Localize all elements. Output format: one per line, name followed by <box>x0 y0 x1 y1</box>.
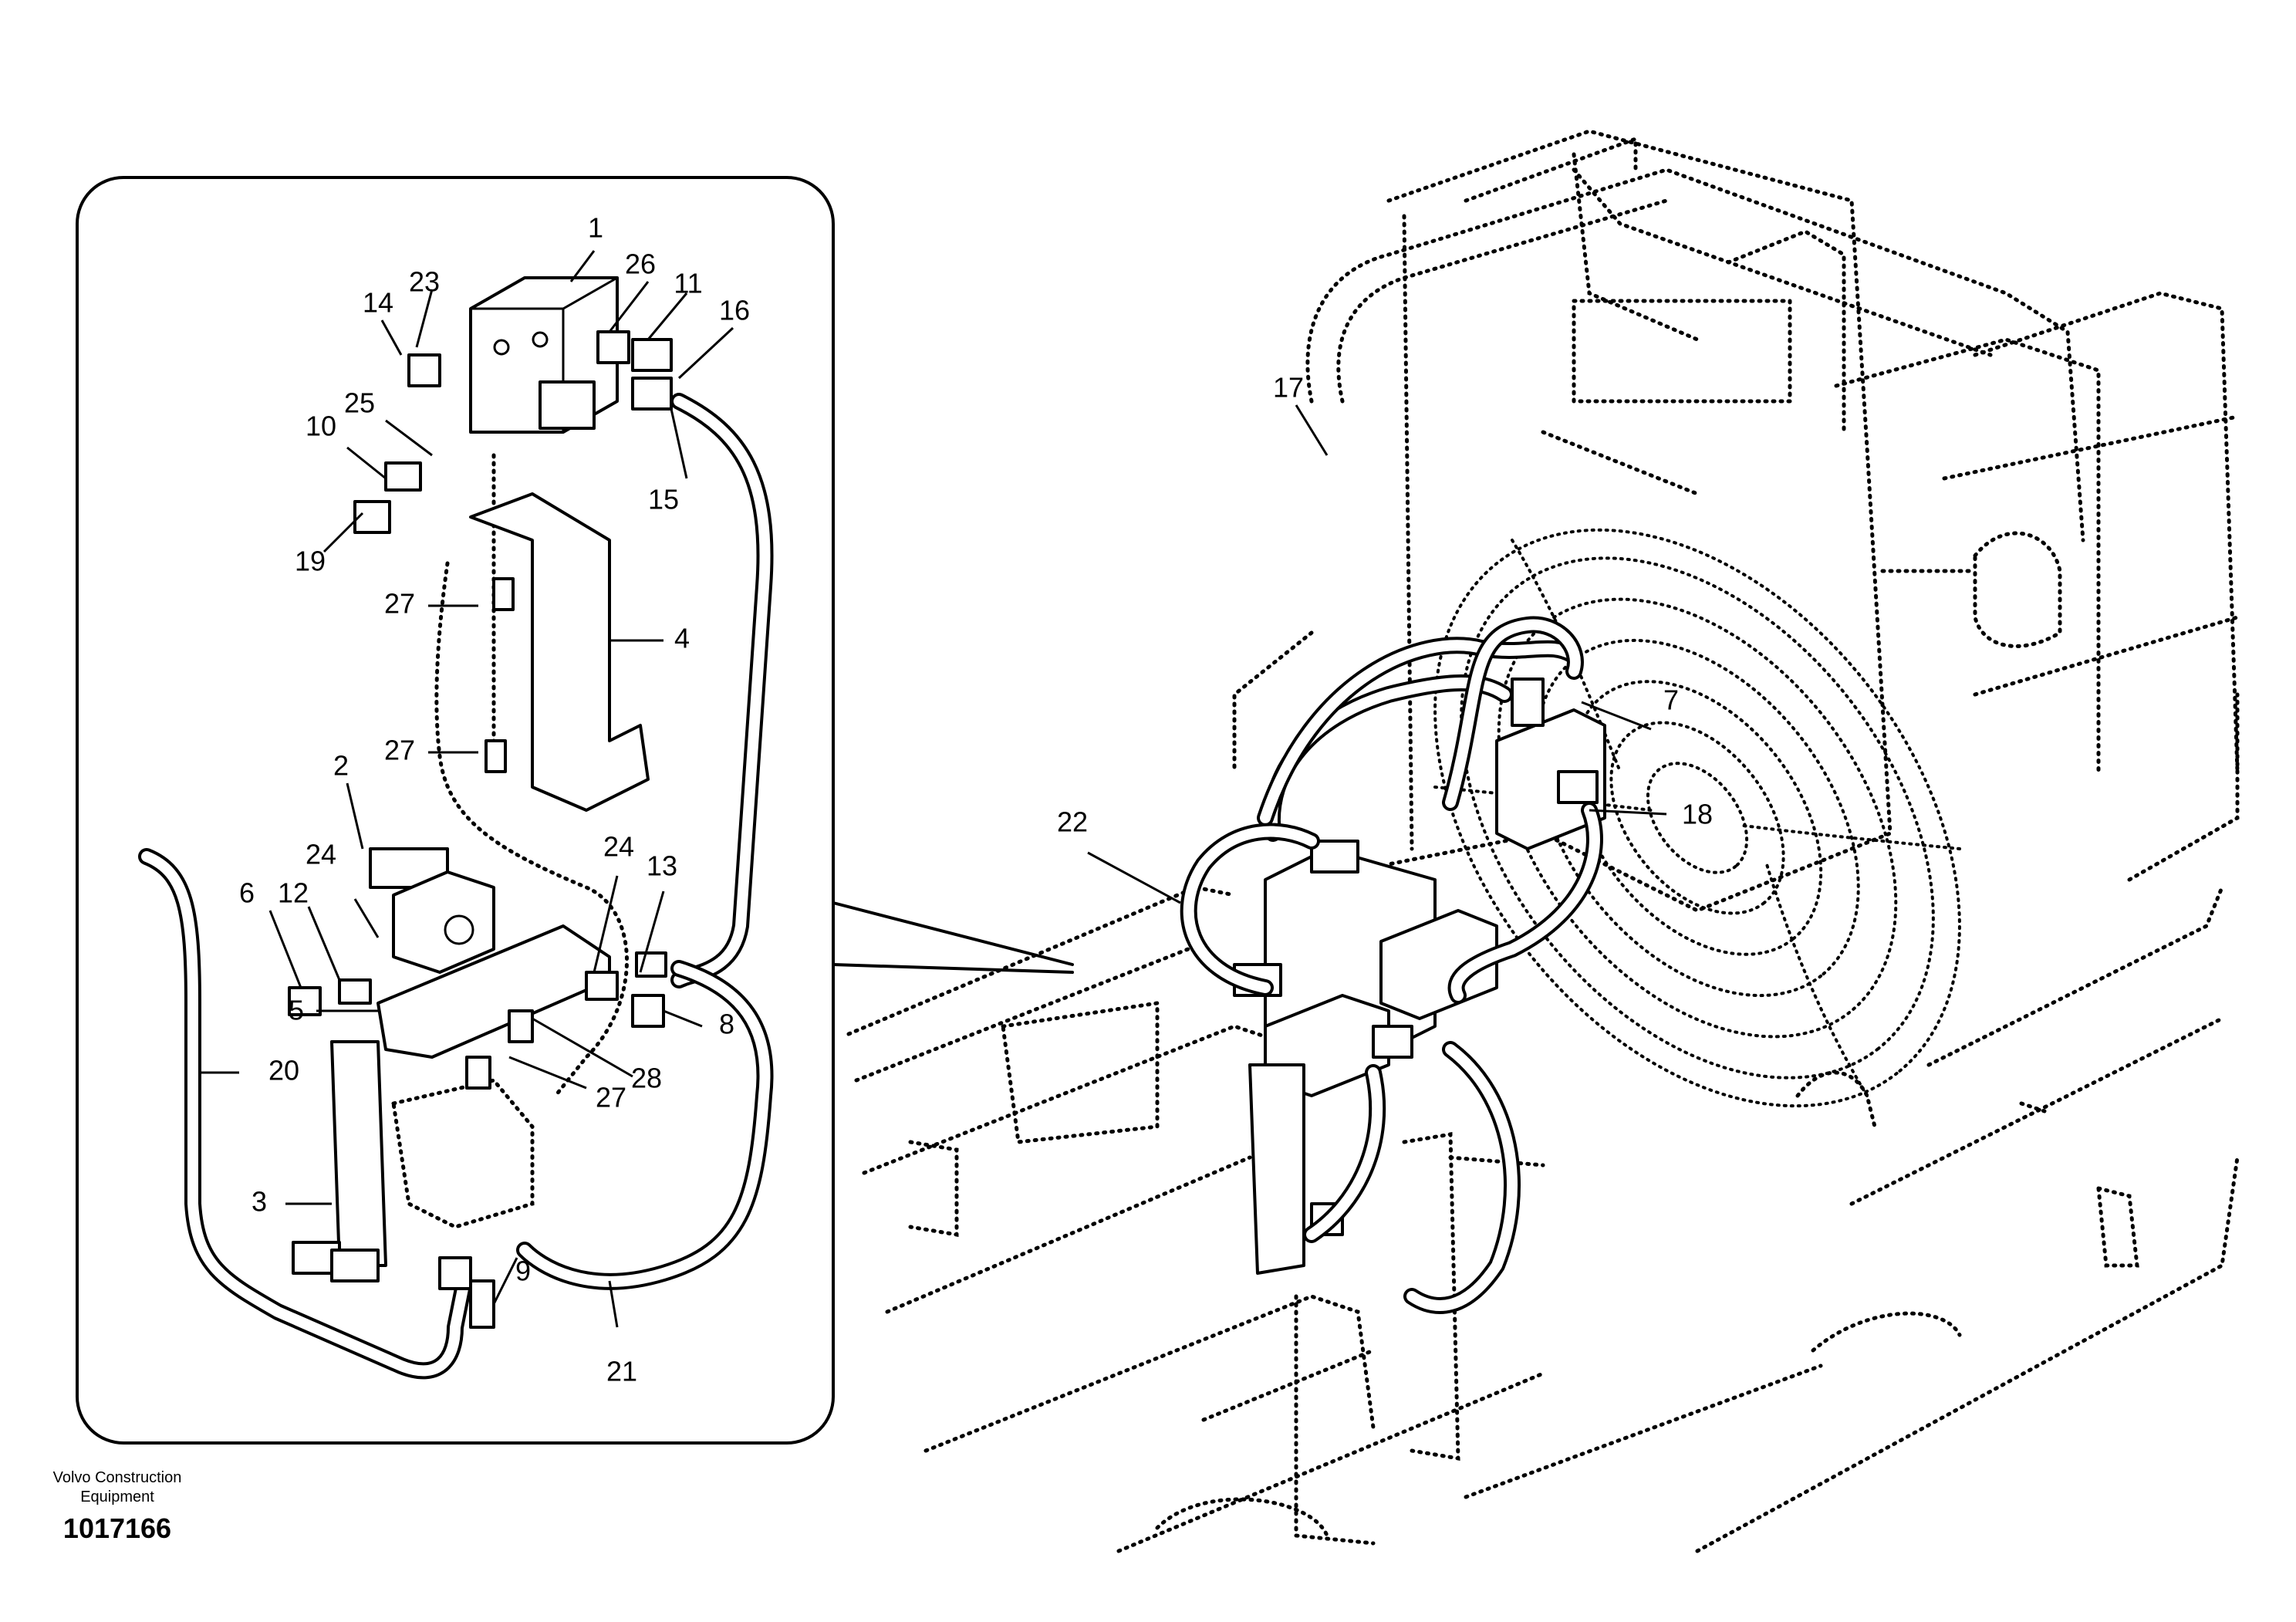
callout-2: 2 <box>333 750 349 782</box>
callout-3: 3 <box>252 1186 267 1218</box>
callout-27c: 27 <box>596 1082 626 1113</box>
callout-17: 17 <box>1273 372 1304 404</box>
callout-24a: 24 <box>306 839 336 870</box>
valve-2 <box>369 847 495 974</box>
main-hoses <box>1180 616 1603 1314</box>
callout-labels: 1 2 3 4 5 6 7 8 9 10 11 12 13 14 15 16 1… <box>239 212 1713 1387</box>
callout-14: 14 <box>363 287 393 319</box>
main-leaders <box>1087 404 1667 904</box>
callout-25: 25 <box>344 387 375 419</box>
callout-22: 22 <box>1057 806 1088 838</box>
footer: Volvo Construction Equipment 1017166 <box>53 1469 182 1544</box>
company-name-line2: Equipment <box>80 1489 154 1505</box>
callout-11: 11 <box>674 268 702 299</box>
valve-block-1 <box>469 276 619 434</box>
machine-view <box>846 129 2240 1553</box>
bracket-4 <box>469 492 650 812</box>
company-name-line1: Volvo Construction <box>53 1469 182 1486</box>
callout-13: 13 <box>647 850 677 882</box>
callout-26: 26 <box>625 248 656 280</box>
callout-18: 18 <box>1682 799 1713 830</box>
callout-1: 1 <box>588 212 603 244</box>
bracket-3 <box>330 1040 387 1267</box>
inset-frame <box>76 176 835 1445</box>
callout-27b: 27 <box>384 735 415 766</box>
detail-inset <box>76 176 835 1445</box>
callout-12: 12 <box>278 877 309 909</box>
drawing-number: 1017166 <box>63 1512 171 1544</box>
callout-7: 7 <box>1663 684 1679 716</box>
callout-23: 23 <box>409 266 440 298</box>
callout-15: 15 <box>648 484 679 515</box>
callout-16: 16 <box>719 295 750 326</box>
callout-21: 21 <box>606 1356 637 1387</box>
fittings <box>288 330 673 1329</box>
callout-20: 20 <box>268 1055 299 1086</box>
inset-hoses <box>138 393 774 1380</box>
callout-5: 5 <box>289 995 304 1026</box>
callout-28: 28 <box>631 1063 662 1094</box>
callout-9: 9 <box>515 1255 531 1287</box>
zoom-connector <box>832 901 1074 974</box>
callout-19: 19 <box>295 546 326 577</box>
callout-27a: 27 <box>384 588 415 620</box>
callout-24b: 24 <box>603 831 634 863</box>
callout-6: 6 <box>239 877 255 909</box>
callout-8: 8 <box>719 1009 734 1040</box>
callout-4: 4 <box>674 623 690 654</box>
callout-10: 10 <box>306 411 336 442</box>
inset-leaders <box>201 250 734 1328</box>
